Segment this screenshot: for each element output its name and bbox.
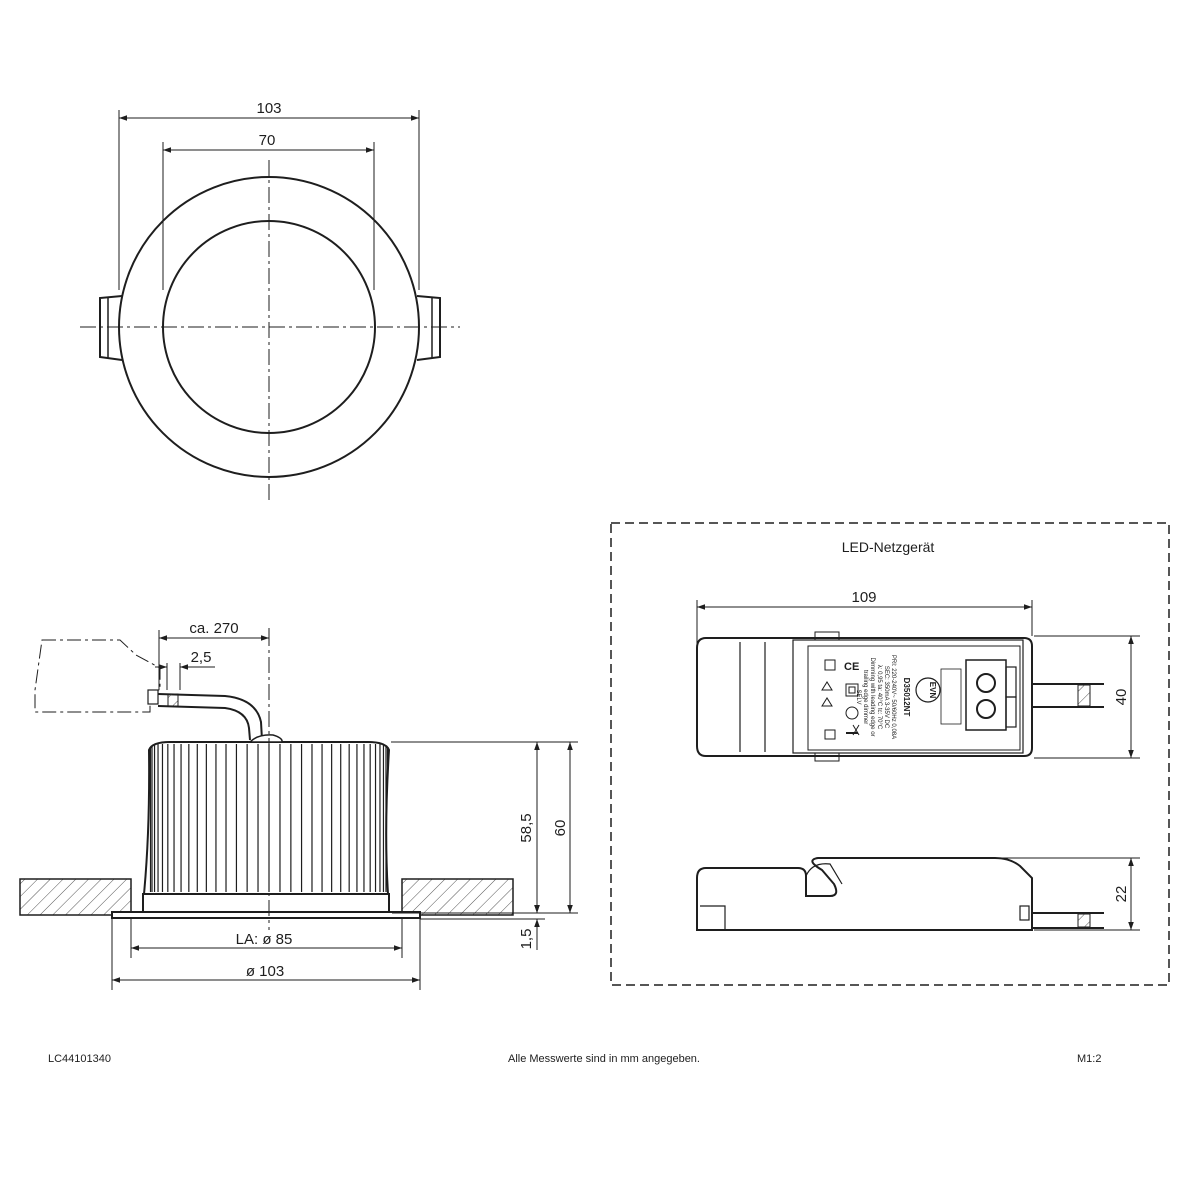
cable (157, 693, 263, 741)
psu-spec-0: PRI: 220-240V~ 50/60Hz 0,08A (890, 655, 896, 739)
dim-psu-length: 109 (851, 589, 876, 606)
psu-ce-mark: CE (844, 661, 859, 673)
flange (111, 911, 421, 919)
psu-top-view (696, 631, 1104, 762)
dim-body-height: 58,5 (518, 813, 535, 842)
dim-cutout: LA: ø 85 (236, 931, 293, 948)
article-number: LC44101340 (48, 1053, 112, 1065)
psu-side-view (696, 857, 1104, 931)
measurement-note: Alle Messwerte sind in mm angegeben. (508, 1053, 700, 1065)
psu-spec-1: SEC: 350mA 3-35V DC (883, 666, 889, 729)
side-view (19, 628, 578, 990)
dim-psu-width: 40 (1113, 689, 1130, 706)
dim-flange-diameter: ø 103 (246, 963, 284, 980)
dim-cable-offset: 2,5 (191, 649, 212, 666)
psu-spec-2: λ: 0,95 ta: 40°C tc: 70°C (876, 665, 882, 730)
light-module (142, 893, 390, 913)
right-spring-clip (416, 295, 441, 361)
psu-spec-5: SELV (855, 690, 861, 705)
top-view (80, 110, 460, 500)
ceiling-right (401, 878, 514, 916)
ceiling-left (19, 878, 132, 916)
psu-spec-4: trailing edge dimmer (862, 670, 868, 724)
psu-spec-3: Dimming with leading edge or (869, 657, 875, 736)
scale-label: M1:2 (1077, 1053, 1102, 1065)
dim-flange-height: 1,5 (518, 929, 535, 950)
terminal-block-phantom (34, 639, 161, 713)
dim-psu-height: 22 (1113, 886, 1130, 903)
dim-inner-diameter: 70 (259, 132, 276, 149)
psu-model: D35012NT (902, 678, 911, 717)
psu-symbols-icon (821, 659, 860, 740)
psu-label: D35012NT EVN PRI: 220-240V~ 50/60Hz 0,08… (821, 655, 937, 740)
dim-outer-diameter: 103 (256, 100, 281, 117)
dim-total-height: 60 (552, 820, 569, 837)
psu-frame (610, 522, 1170, 986)
psu-logo: EVN (928, 682, 937, 699)
psu-title: LED-Netzgerät (842, 539, 935, 555)
dim-cable-length: ca. 270 (189, 620, 238, 637)
